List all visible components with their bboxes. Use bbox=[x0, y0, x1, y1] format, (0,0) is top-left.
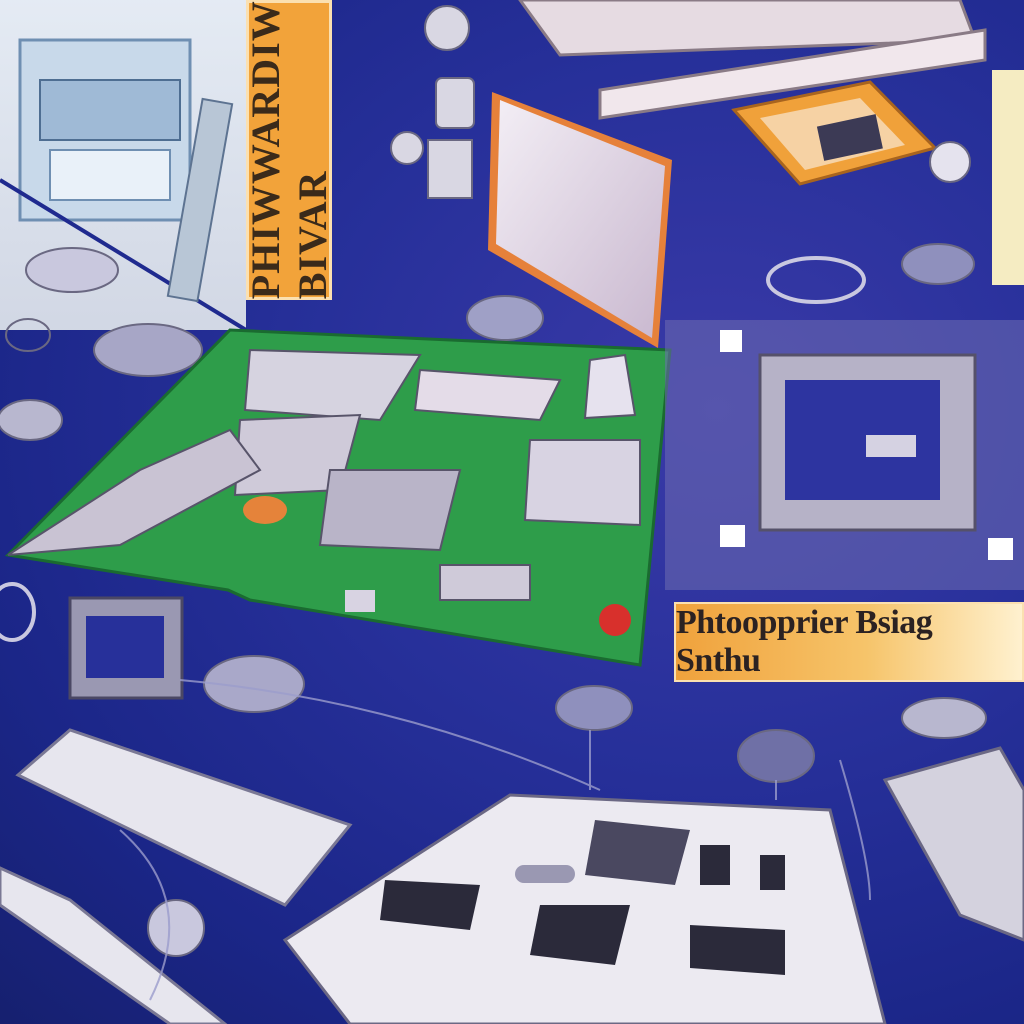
vertical-orange-banner: PHIWWARDIW BIVAR bbox=[243, 0, 335, 300]
stacked-tablets bbox=[518, 0, 987, 120]
small-gadgets bbox=[0, 5, 987, 957]
horizontal-orange-banner: Phtoopprier Bsiag Snthu bbox=[674, 602, 1024, 682]
tilted-monitor bbox=[488, 92, 672, 348]
grey-monitor-schematic bbox=[665, 320, 1024, 590]
small-framed-monitor bbox=[68, 596, 184, 700]
right-document-strip bbox=[992, 70, 1024, 285]
orange-chip-board bbox=[731, 80, 938, 186]
horizontal-banner-text: Phtoopprier Bsiag Snthu bbox=[676, 604, 933, 679]
keyboard-panel bbox=[0, 728, 353, 1024]
green-circuit-board bbox=[4, 328, 672, 667]
vertical-banner-text: PHIWWARDIW BIVAR bbox=[243, 0, 335, 300]
connector-lines bbox=[119, 679, 871, 1001]
machine-schematic-panel bbox=[0, 0, 248, 332]
large-schematic-board bbox=[282, 746, 1024, 1024]
